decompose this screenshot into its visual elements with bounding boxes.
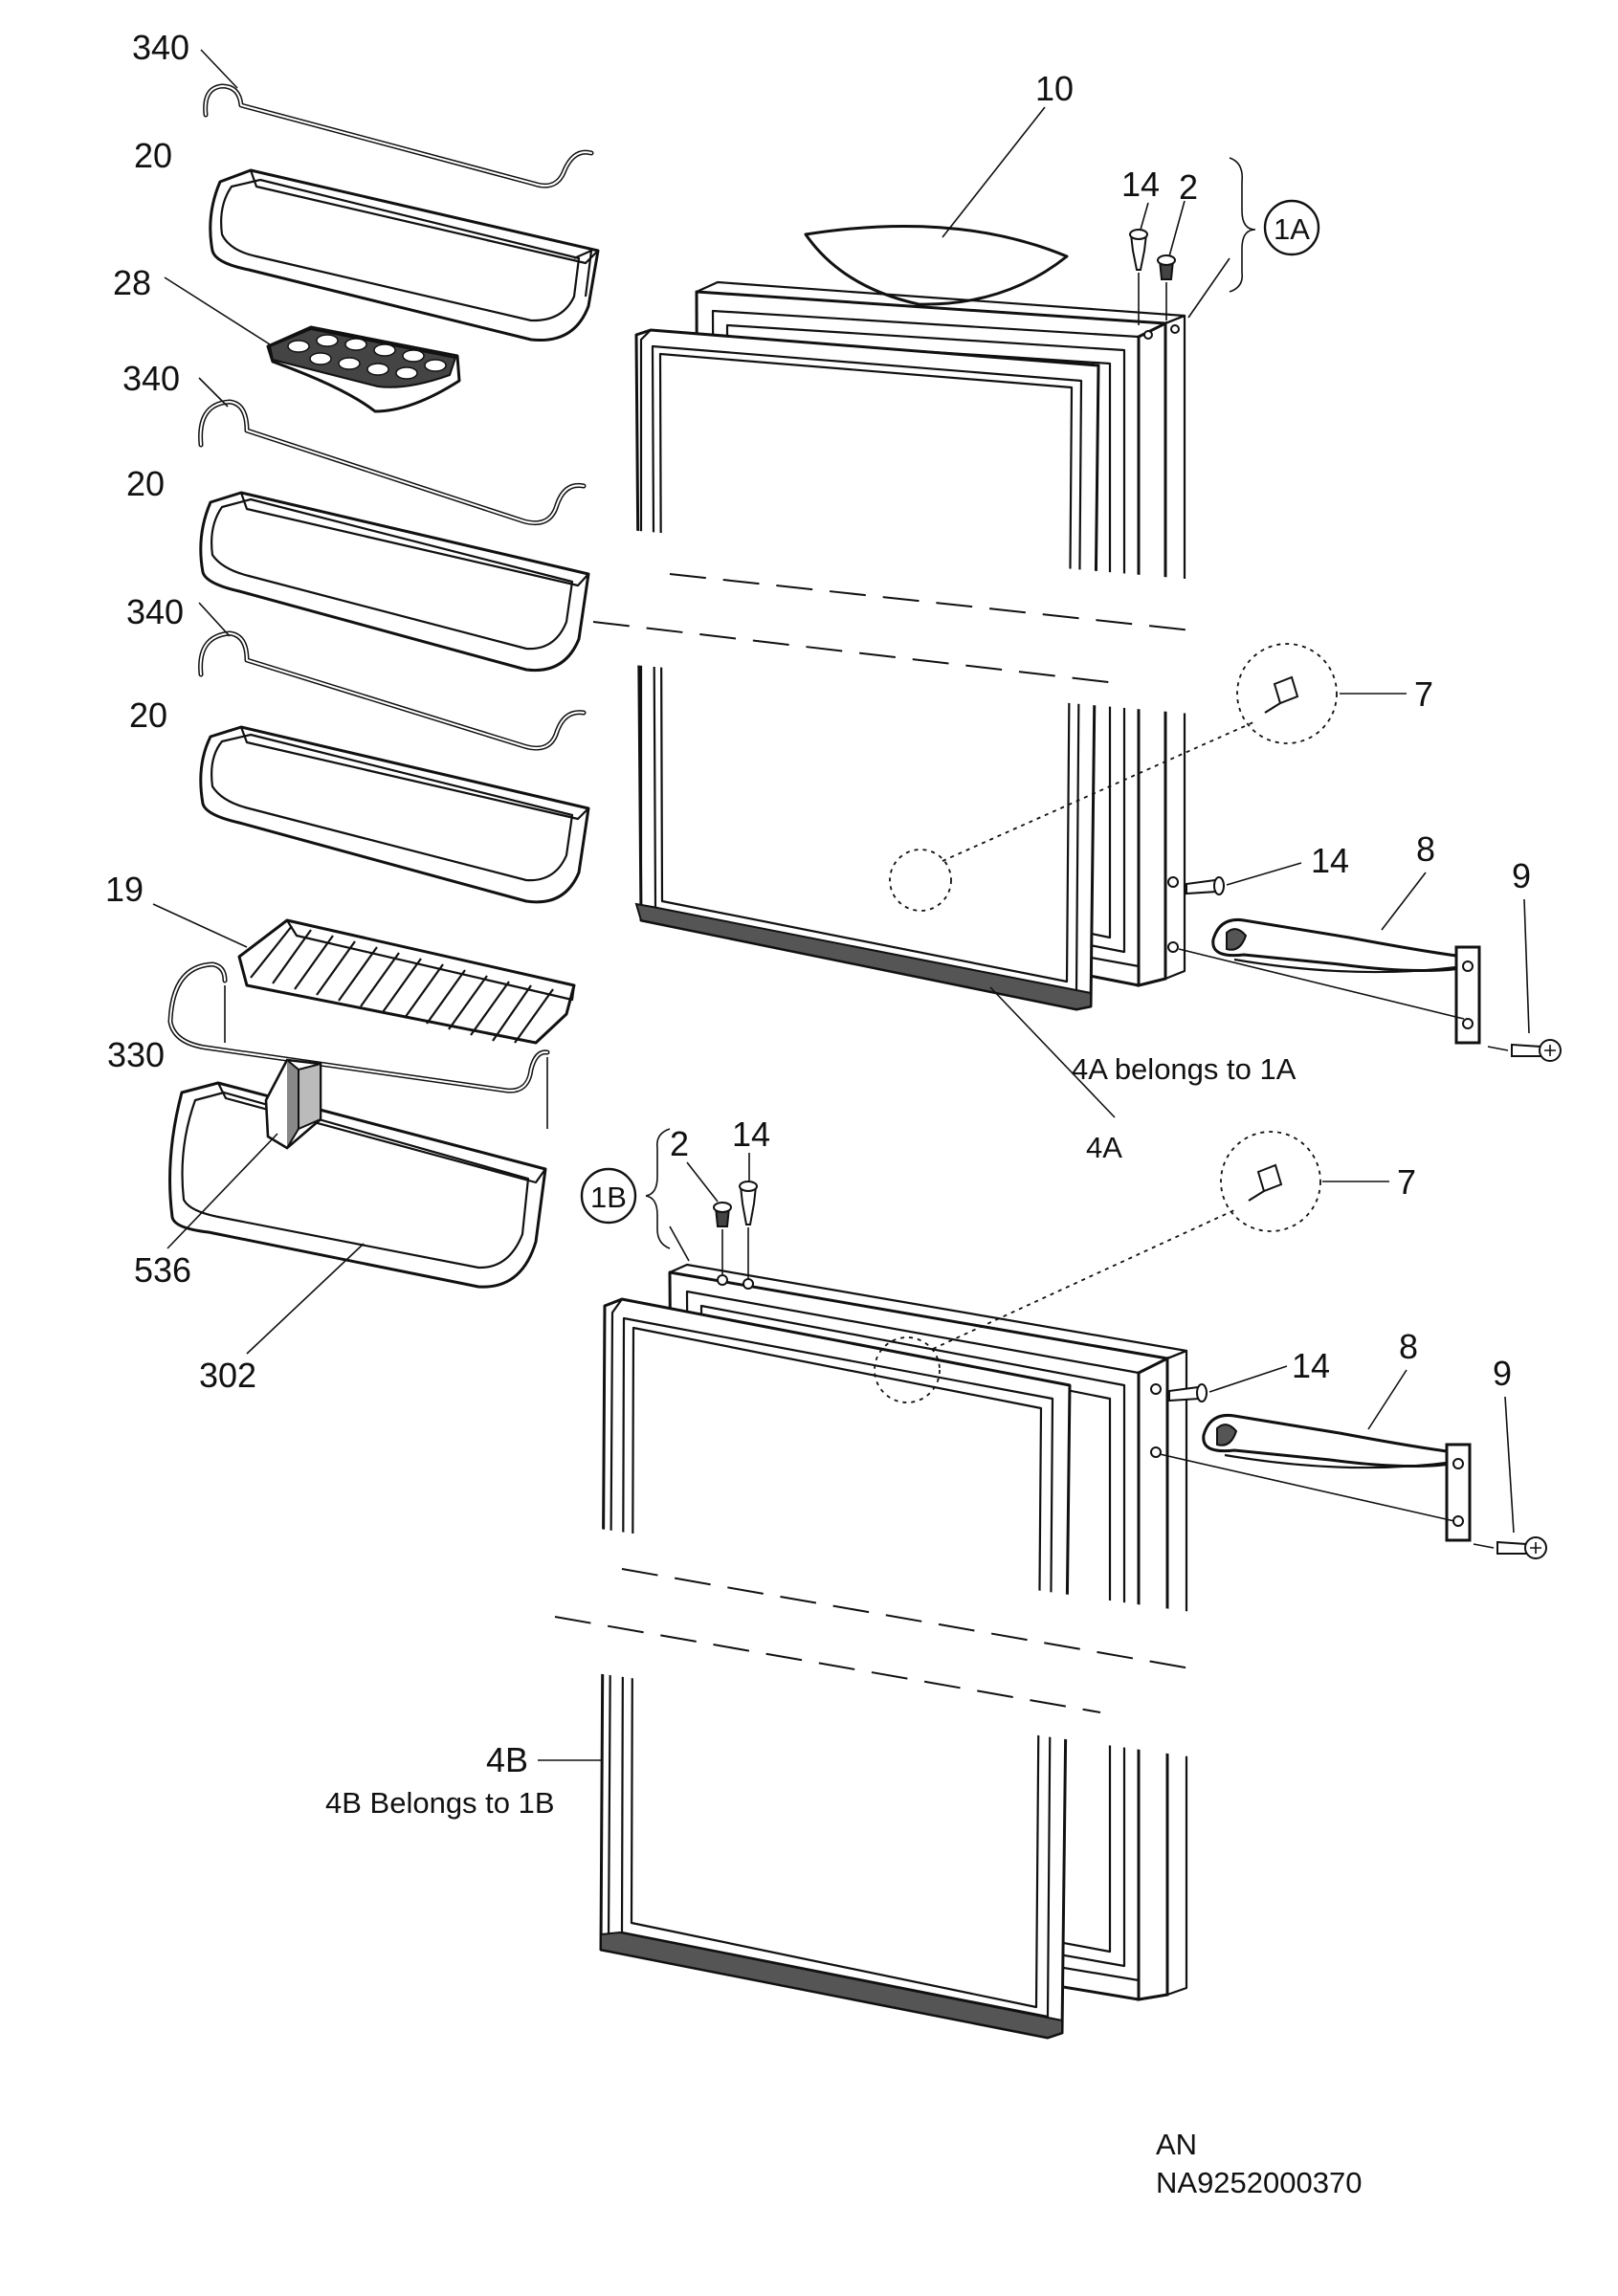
callout-302: 302 bbox=[199, 1356, 256, 1395]
callout-14-lower-handle: 14 bbox=[1292, 1346, 1330, 1385]
note-4B: 4B Belongs to 1B bbox=[325, 1786, 555, 1820]
callout-20-lower: 20 bbox=[129, 695, 167, 735]
callout-7-upper: 7 bbox=[1414, 674, 1433, 714]
lower-door-handle-8 bbox=[1159, 1365, 1547, 1559]
callout-8-upper: 8 bbox=[1416, 829, 1435, 869]
upper-door-handle-8 bbox=[1178, 862, 1562, 1062]
lower-hinge-pins bbox=[580, 1128, 758, 1278]
callout-20-top: 20 bbox=[134, 136, 172, 175]
upper-break-lines bbox=[588, 527, 1230, 717]
door-bin-302 bbox=[168, 1081, 547, 1289]
reference-line-2: NA9252000370 bbox=[1156, 2166, 1362, 2199]
callout-330: 330 bbox=[107, 1035, 165, 1074]
callout-1B: 1B bbox=[590, 1181, 627, 1214]
callout-340-lower: 340 bbox=[126, 592, 184, 631]
lower-break-lines bbox=[529, 1521, 1231, 1760]
shelf-wire-340-middle bbox=[198, 399, 587, 526]
callout-340-middle: 340 bbox=[122, 359, 180, 398]
callout-9-upper: 9 bbox=[1512, 856, 1531, 895]
callout-28: 28 bbox=[113, 263, 151, 302]
door-bin-20-lower bbox=[199, 725, 590, 904]
shelf-wire-340-top bbox=[203, 83, 594, 188]
callout-7-lower: 7 bbox=[1397, 1162, 1416, 1202]
callout-4B: 4B bbox=[486, 1740, 528, 1779]
reference-line-1: AN bbox=[1156, 2128, 1197, 2161]
upper-hinge-pins bbox=[1129, 157, 1320, 325]
shelf-wire-330 bbox=[167, 961, 550, 1129]
callout-2-lower: 2 bbox=[670, 1124, 689, 1163]
callout-14-upper-pin: 14 bbox=[1121, 165, 1160, 204]
callout-536: 536 bbox=[134, 1250, 191, 1290]
callout-labels: 340 20 28 340 20 340 20 19 330 536 302 1… bbox=[105, 28, 1531, 2199]
door-bin-20-middle bbox=[199, 491, 590, 673]
callout-10: 10 bbox=[1035, 69, 1074, 108]
egg-tray-28 bbox=[266, 325, 461, 413]
callout-4A: 4A bbox=[1086, 1131, 1122, 1164]
shelf-wire-340-lower bbox=[198, 630, 587, 751]
note-4A: 4A belongs to 1A bbox=[1072, 1052, 1297, 1086]
left-leader-lines bbox=[152, 49, 365, 1355]
door-shield-10 bbox=[804, 106, 1069, 306]
callout-20-middle: 20 bbox=[126, 464, 165, 503]
detail-circle-7-lower bbox=[874, 1131, 1389, 1403]
callout-8-lower: 8 bbox=[1399, 1327, 1418, 1366]
door-bin-20-top bbox=[209, 168, 600, 342]
callout-14-lower-pin: 14 bbox=[732, 1115, 770, 1154]
callout-1A: 1A bbox=[1274, 212, 1310, 246]
bin-insert-536 bbox=[264, 1058, 322, 1150]
gasket-4A-leaders bbox=[989, 986, 1116, 1118]
callout-2-upper: 2 bbox=[1179, 167, 1198, 207]
callout-9-lower: 9 bbox=[1493, 1354, 1512, 1393]
callout-340-top: 340 bbox=[132, 28, 189, 67]
callout-19: 19 bbox=[105, 870, 144, 909]
callout-14-upper-handle: 14 bbox=[1311, 841, 1349, 880]
detail-circle-7-upper bbox=[889, 643, 1407, 912]
bin-divider-19 bbox=[237, 918, 576, 1045]
